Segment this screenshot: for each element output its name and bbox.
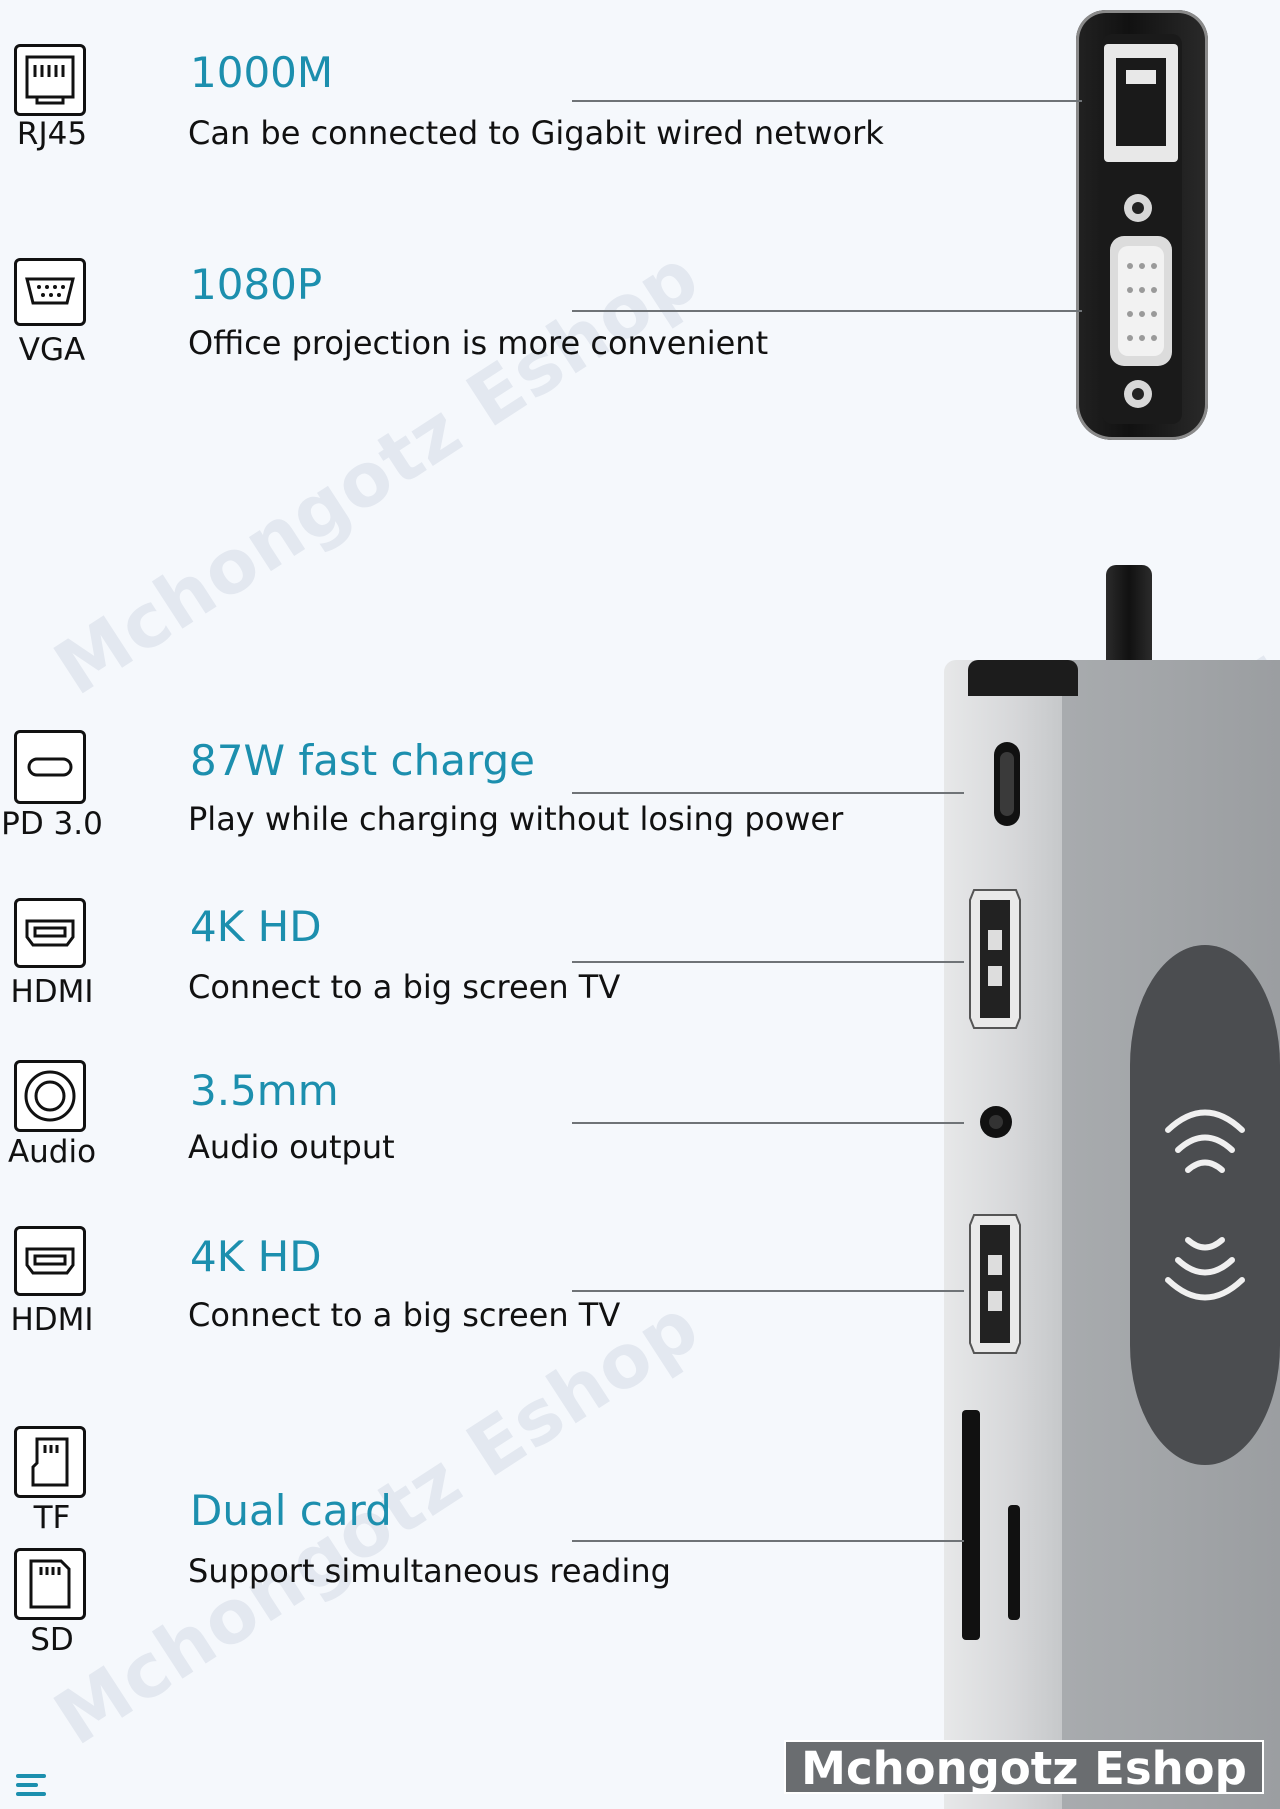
feature-description: Support simultaneous reading — [188, 1552, 671, 1590]
port-label: HDMI — [10, 974, 94, 1010]
feature-description: Office projection is more convenient — [188, 324, 769, 362]
hub-ports-illustration — [962, 742, 1021, 1640]
feature-title: 4K HD — [190, 902, 322, 951]
port-label: VGA — [18, 332, 86, 368]
audio-icon — [14, 1060, 86, 1132]
port-label: Audio — [7, 1134, 97, 1170]
tf-card-icon — [14, 1426, 86, 1498]
leader-line — [572, 1290, 964, 1292]
port-label: TF — [33, 1500, 71, 1536]
hdmi-icon — [14, 898, 86, 968]
leader-line — [572, 100, 1082, 102]
wireless-charging-pad — [1130, 945, 1280, 1465]
sd-card-icon — [14, 1548, 86, 1620]
feature-title: Dual card — [190, 1486, 392, 1535]
port-label: PD 3.0 — [1, 806, 103, 842]
menu-icon[interactable] — [14, 1770, 48, 1804]
feature-description: Connect to a big screen TV — [188, 968, 621, 1006]
port-label: RJ45 — [16, 116, 88, 152]
leader-line — [572, 961, 964, 963]
rj45-icon — [14, 44, 86, 116]
feature-title: 1080P — [190, 260, 323, 309]
leader-line — [572, 792, 964, 794]
device-module-top — [1076, 10, 1208, 440]
leader-line — [572, 1122, 964, 1124]
feature-title: 1000M — [190, 48, 334, 97]
wireless-charge-icon — [1165, 1109, 1245, 1301]
feature-description: Audio output — [188, 1128, 395, 1166]
feature-title: 87W fast charge — [190, 736, 536, 785]
feature-title: 4K HD — [190, 1232, 322, 1281]
port-label: HDMI — [10, 1302, 94, 1338]
port-label: SD — [30, 1622, 74, 1658]
feature-description: Connect to a big screen TV — [188, 1296, 621, 1334]
watermark: Mchongotz Eshop — [40, 232, 715, 713]
leader-line — [572, 310, 1082, 312]
usb-c-icon — [14, 730, 86, 804]
brand-badge: Mchongotz Eshop — [784, 1740, 1264, 1795]
hub-top-cap — [968, 660, 1078, 696]
feature-title: 3.5mm — [190, 1066, 339, 1115]
feature-description: Can be connected to Gigabit wired networ… — [188, 114, 884, 152]
leader-line — [572, 1540, 964, 1542]
vga-icon — [14, 258, 86, 326]
feature-description: Play while charging without losing power — [188, 800, 844, 838]
module-ports-illustration — [1104, 44, 1178, 408]
hdmi-icon — [14, 1226, 86, 1296]
